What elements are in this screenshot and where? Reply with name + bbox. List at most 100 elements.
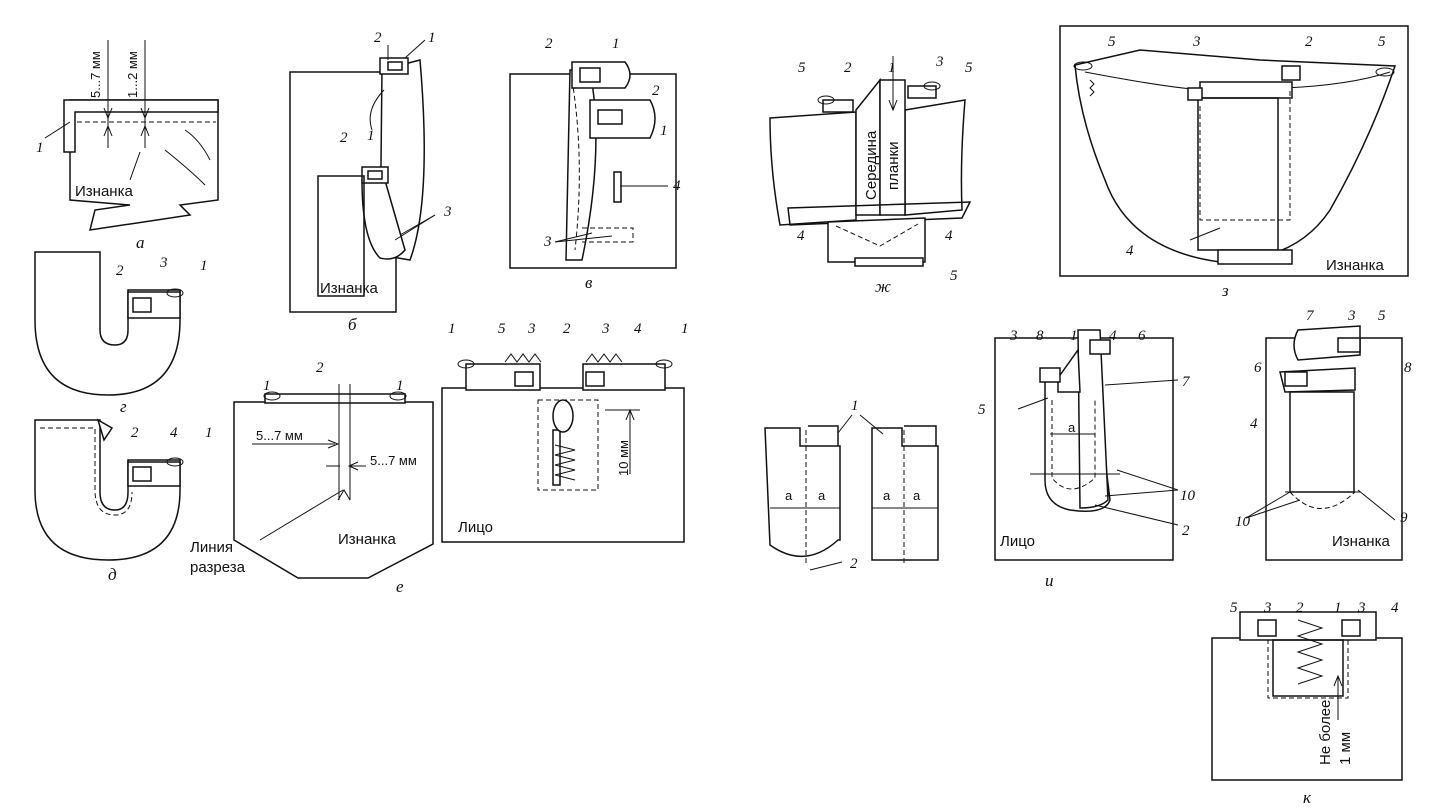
label-z-iznanka: Изнанка — [1326, 257, 1384, 274]
num-k-4: 4 — [1391, 600, 1399, 616]
num-k-5: 5 — [1230, 600, 1238, 616]
caption-b: б — [348, 315, 357, 334]
figure-i-inside: 7 3 5 8 6 4 9 10 Изнанка — [1235, 308, 1412, 561]
num-zh-3: 3 — [935, 54, 944, 70]
figure-b: 2 1 2 1 3 Изнанка б — [289, 30, 452, 334]
dim-p-a3: а — [883, 488, 891, 503]
num-zh-5a: 5 — [798, 60, 806, 76]
num-p-2: 2 — [850, 556, 858, 572]
dim-i-a: а — [1068, 420, 1076, 435]
num-e-2: 2 — [316, 360, 324, 376]
caption-i: и — [1045, 571, 1054, 590]
label-k-1mm: 1 мм — [1337, 732, 1354, 765]
figure-k: Не более 1 мм 5 3 2 1 3 4 к — [1211, 600, 1403, 807]
num-z-5b: 5 — [1378, 34, 1386, 50]
num-i2-5: 5 — [1378, 308, 1386, 324]
label-k-ne-bolee: Не более — [1317, 700, 1334, 765]
num-i2-6: 6 — [1254, 360, 1262, 376]
figure-e-right: 10 мм 1 5 3 2 3 4 1 Лицо — [441, 321, 689, 543]
label-e-litso: Лицо — [458, 519, 493, 536]
num-v-2b: 2 — [652, 83, 660, 99]
num-p-1: 1 — [851, 398, 859, 414]
num-i-2: 2 — [1182, 523, 1190, 539]
num-e2-4: 4 — [634, 321, 642, 337]
figure-pieces: а а а а 1 2 — [764, 398, 939, 572]
figure-i: а 3 8 1 4 6 7 5 10 2 Лицо и — [978, 328, 1196, 590]
num-g-1: 1 — [200, 258, 208, 274]
num-i-5: 5 — [978, 402, 986, 418]
caption-g: г — [120, 397, 127, 416]
caption-e: е — [396, 577, 404, 596]
num-i-10: 10 — [1180, 488, 1196, 504]
num-b-1b: 1 — [367, 128, 375, 144]
dim-e-10: 10 мм — [616, 440, 631, 476]
num-e-1b: 1 — [396, 378, 404, 394]
num-zh-2: 2 — [844, 60, 852, 76]
num-d-2: 2 — [131, 425, 139, 441]
caption-a: а — [136, 233, 145, 252]
num-i-3: 3 — [1009, 328, 1018, 344]
num-zh-1: 1 — [888, 60, 896, 76]
num-e2-5: 5 — [498, 321, 506, 337]
num-e2-3b: 3 — [601, 321, 610, 337]
num-v-4: 4 — [673, 178, 681, 194]
num-z-4: 4 — [1126, 243, 1134, 259]
caption-v: в — [585, 273, 593, 292]
num-zh-4b: 4 — [945, 228, 953, 244]
num-i-7: 7 — [1182, 374, 1191, 390]
num-v-1: 1 — [612, 36, 620, 52]
figure-g: 2 3 1 г — [34, 251, 208, 416]
num-d-4: 4 — [170, 425, 178, 441]
figure-a: 5...7 мм 1...2 мм Изнанка 1 а — [36, 40, 219, 252]
label-e-liniya: Линия — [190, 539, 233, 556]
label-i-litso: Лицо — [1000, 533, 1035, 550]
dim-e-1: 5...7 мм — [256, 428, 303, 443]
caption-d: д — [108, 565, 117, 584]
num-g-2: 2 — [116, 263, 124, 279]
label-a-iznanka: Изнанка — [75, 183, 133, 200]
num-i-1: 1 — [1070, 328, 1078, 344]
num-b-2: 2 — [374, 30, 382, 46]
num-i2-7: 7 — [1306, 308, 1315, 324]
num-i-6: 6 — [1138, 328, 1146, 344]
figure-z: 5 3 2 5 4 Изнанка з — [1059, 25, 1409, 300]
num-e-1a: 1 — [263, 378, 271, 394]
dim-a-1: 5...7 мм — [88, 51, 103, 98]
num-e2-1b: 1 — [681, 321, 689, 337]
num-i-8: 8 — [1036, 328, 1044, 344]
num-d-1: 1 — [205, 425, 213, 441]
num-i2-3: 3 — [1347, 308, 1356, 324]
num-zh-4a: 4 — [797, 228, 805, 244]
num-e2-2: 2 — [563, 321, 571, 337]
num-k-3b: 3 — [1357, 600, 1366, 616]
num-z-2: 2 — [1305, 34, 1313, 50]
num-k-2: 2 — [1296, 600, 1304, 616]
label-e-iznanka: Изнанка — [338, 531, 396, 548]
num-g-3: 3 — [159, 255, 168, 271]
num-i2-8: 8 — [1404, 360, 1412, 376]
figure-v: 2 1 2 1 4 3 в — [509, 36, 681, 292]
dim-p-a2: а — [818, 488, 826, 503]
num-z-3: 3 — [1192, 34, 1201, 50]
dim-e-2: 5...7 мм — [370, 453, 417, 468]
num-zh-5b: 5 — [965, 60, 973, 76]
dim-p-a1: а — [785, 488, 793, 503]
num-i2-4: 4 — [1250, 416, 1258, 432]
num-e2-3a: 3 — [527, 321, 536, 337]
label-e-razreza: разреза — [190, 559, 246, 576]
num-v-1b: 1 — [660, 123, 668, 139]
num-z-5a: 5 — [1108, 34, 1116, 50]
num-k-3a: 3 — [1263, 600, 1272, 616]
num-a-1: 1 — [36, 140, 44, 156]
dim-p-a4: а — [913, 488, 921, 503]
caption-k: к — [1303, 788, 1312, 807]
num-i2-9: 9 — [1400, 510, 1408, 526]
num-k-1: 1 — [1334, 600, 1342, 616]
num-i2-10: 10 — [1235, 514, 1251, 530]
caption-z: з — [1221, 281, 1229, 300]
label-b-iznanka: Изнанка — [320, 280, 378, 297]
num-zh-5c: 5 — [950, 268, 958, 284]
label-zh-planki: планки — [885, 142, 902, 190]
dim-a-2: 1...2 мм — [125, 51, 140, 98]
